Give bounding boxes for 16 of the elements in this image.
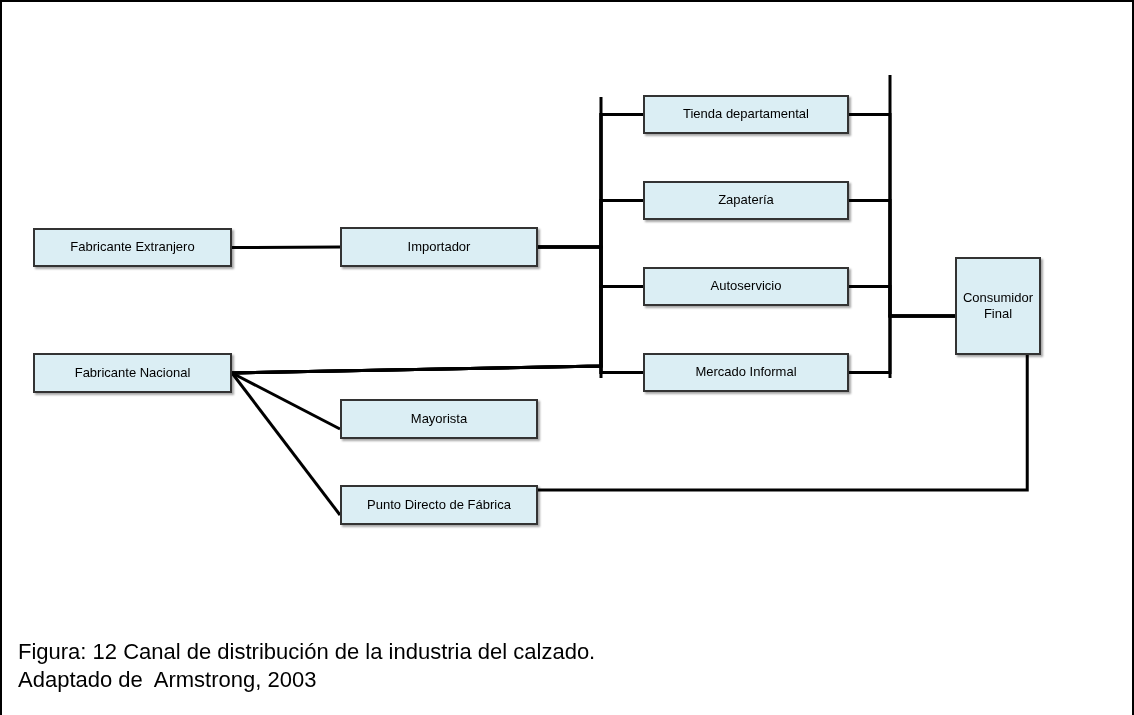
process-box: Zapatería: [643, 181, 849, 220]
process-box: Fabricante Nacional: [33, 353, 232, 393]
process-box: Tienda departamental: [643, 95, 849, 134]
process-box: Importador: [340, 227, 538, 267]
process-box: Mayorista: [340, 399, 538, 439]
process-box: Consumidor Final: [955, 257, 1041, 355]
connector-line: [232, 245, 340, 249]
figure-caption: Figura: 12 Canal de distribución de la industria del calzado.: [18, 638, 596, 666]
process-box: Punto Directo de Fábrica: [340, 485, 538, 525]
source-note: Adaptado de Armstrong, 2003: [18, 666, 318, 694]
process-box: Fabricante Extranjero: [33, 228, 232, 267]
process-box: Autoservicio: [643, 267, 849, 306]
connector-line: [538, 355, 1029, 492]
process-box: Mercado Informal: [643, 353, 849, 392]
connector-line: [849, 314, 955, 374]
connector-line: [231, 364, 643, 375]
